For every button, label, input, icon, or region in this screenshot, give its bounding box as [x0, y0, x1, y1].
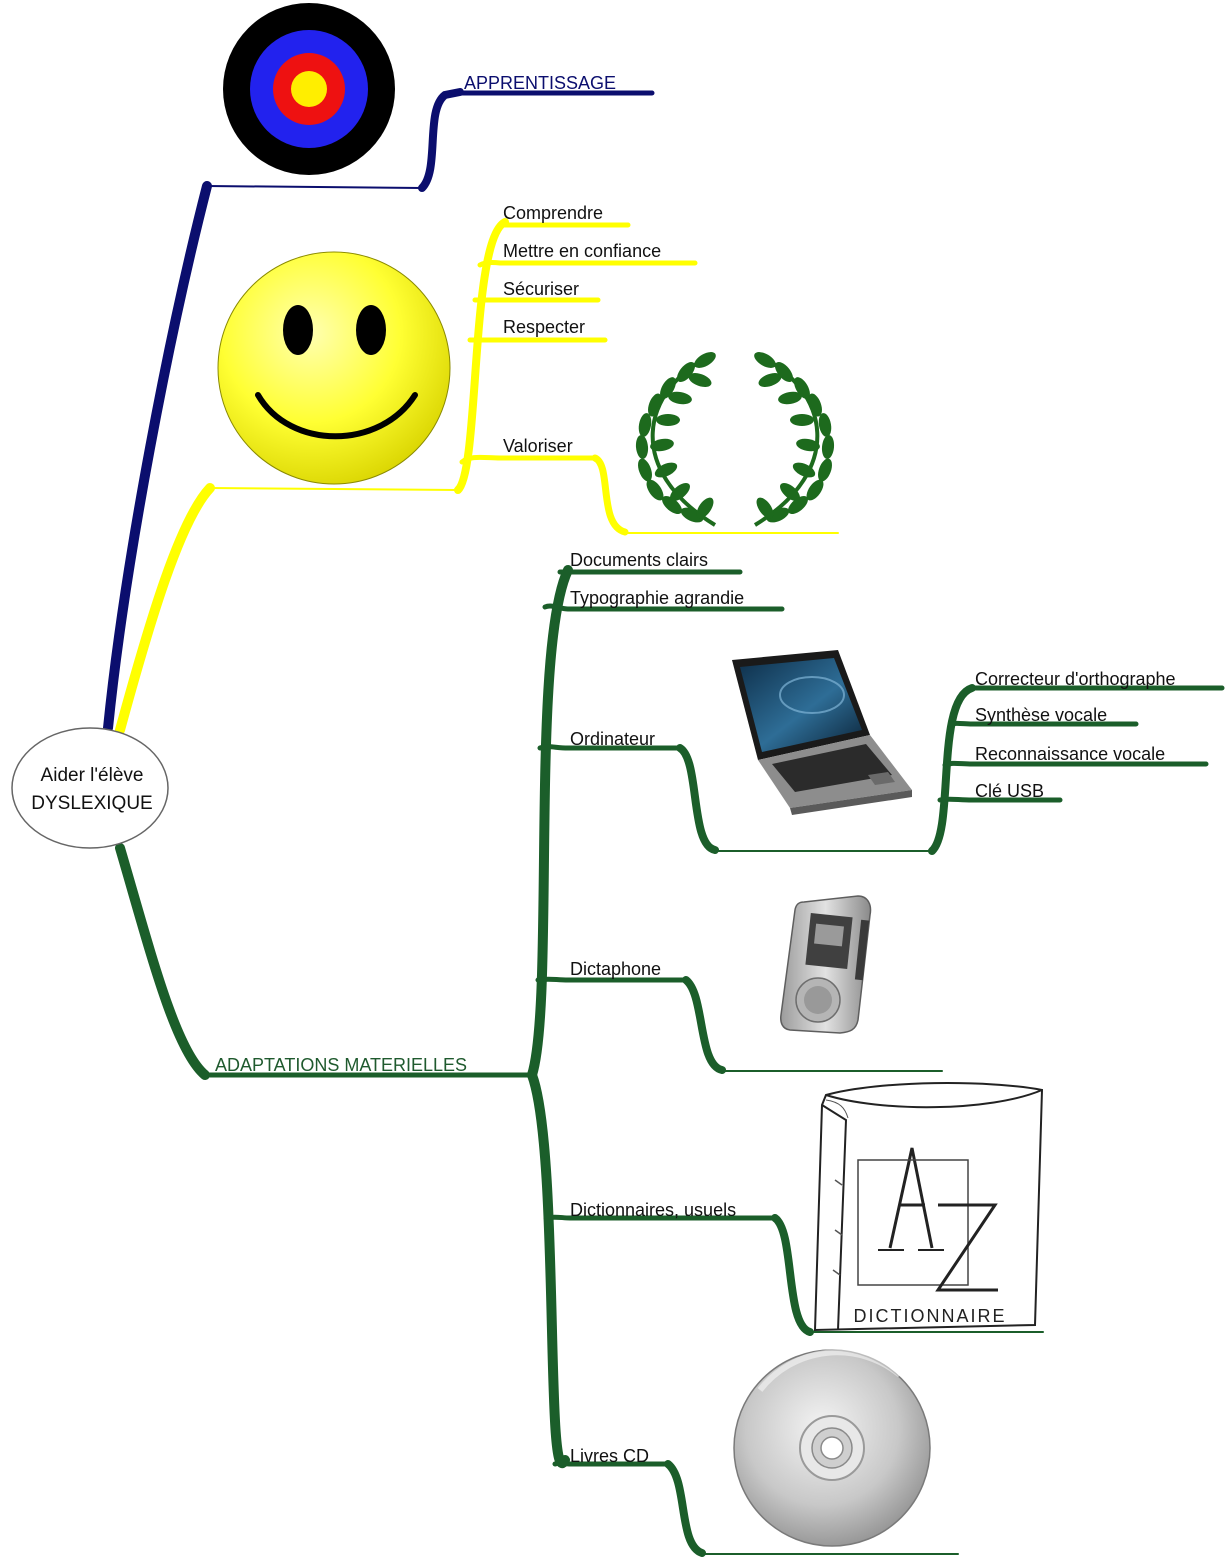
- central-topic[interactable]: Aider l'élève DYSLEXIQUE: [11, 727, 169, 849]
- branch-relation: [115, 218, 839, 735]
- smiley-icon: [217, 251, 451, 485]
- central-topic-line-2: DYSLEXIQUE: [31, 793, 152, 814]
- ordinateur-item-reconnaissance[interactable]: Reconnaissance vocale: [975, 744, 1165, 764]
- laurel-wreath-icon: [634, 348, 836, 527]
- adaptations-label[interactable]: ADAPTATIONS MATERIELLES: [215, 1055, 467, 1075]
- adaptation-item-dictaphone[interactable]: Dictaphone: [570, 959, 661, 979]
- cd-icon: [733, 1349, 931, 1547]
- relation-item-valoriser[interactable]: Valoriser: [503, 436, 573, 456]
- adaptation-item-dictionnaires[interactable]: Dictionnaires, usuels: [570, 1200, 736, 1220]
- laptop-icon: [732, 650, 912, 815]
- dictaphone-icon: [780, 895, 872, 1034]
- ordinateur-item-cle-usb[interactable]: Clé USB: [975, 781, 1044, 801]
- target-icon: [223, 3, 395, 175]
- dictionary-book-icon: DICTIONNAIRE: [813, 1082, 1044, 1332]
- adaptation-item-ordinateur[interactable]: Ordinateur: [570, 729, 655, 749]
- adaptation-item-typographie[interactable]: Typographie agrandie: [570, 588, 744, 608]
- relation-item-respecter[interactable]: Respecter: [503, 317, 585, 337]
- ordinateur-item-synthese[interactable]: Synthèse vocale: [975, 705, 1107, 725]
- relation-item-comprendre[interactable]: Comprendre: [503, 203, 603, 223]
- ordinateur-item-correcteur[interactable]: Correcteur d'orthographe: [975, 669, 1176, 689]
- adaptation-item-livres-cd[interactable]: Livres CD: [570, 1446, 649, 1466]
- branch-adaptations: [115, 565, 1225, 1557]
- adaptation-item-documents[interactable]: Documents clairs: [570, 550, 708, 570]
- apprentissage-label[interactable]: APPRENTISSAGE: [464, 73, 616, 93]
- dictionary-cover-text: DICTIONNAIRE: [853, 1306, 1006, 1326]
- central-topic-line-1: Aider l'élève: [41, 765, 144, 786]
- relation-item-confiance[interactable]: Mettre en confiance: [503, 241, 661, 261]
- relation-item-securiser[interactable]: Sécuriser: [503, 279, 579, 299]
- branch-apprentissage: [103, 88, 655, 733]
